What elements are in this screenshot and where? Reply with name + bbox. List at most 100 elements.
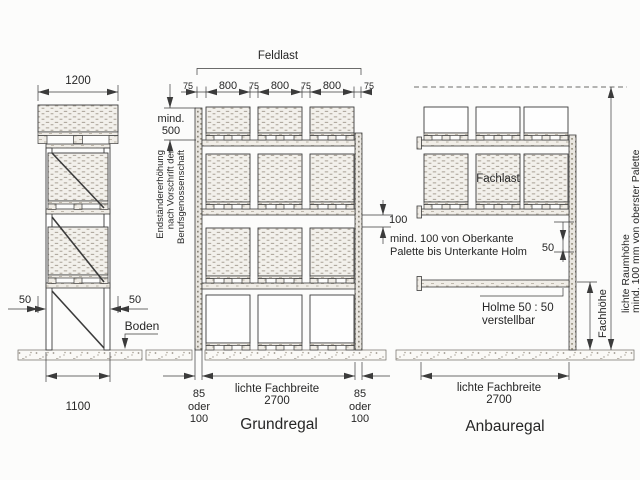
pallet-load <box>205 227 251 277</box>
pallet <box>309 275 355 284</box>
pallet-load <box>257 106 303 134</box>
min-raise-label: mind. <box>158 113 185 125</box>
frame-member <box>45 208 111 215</box>
dim-bottom-grundregal: 85 oder 100 85 oder 100 lichte Fachbreit… <box>163 348 390 425</box>
dim-overhang-right: 50 <box>110 294 148 313</box>
beam <box>201 208 356 216</box>
upright <box>568 134 577 351</box>
room-height-note-line: mind. 100 mm von oberster Palette <box>630 149 640 313</box>
grundregal-view: Feldlast 75 800 75 800 75 800 75 min <box>145 50 527 433</box>
floor-label: Boden <box>125 319 160 333</box>
upright-width: 100 <box>190 413 208 425</box>
note-line: Berufsgenossenschaft <box>176 150 187 244</box>
pallet-load <box>47 226 109 276</box>
clear-width-value: 2700 <box>264 395 290 407</box>
side-view: 1200 50 50 <box>8 75 159 413</box>
field-load-bracket: Feldlast <box>196 50 362 75</box>
clear-width-label: lichte Fachbreite <box>457 382 541 394</box>
room-height-note-line: lichte Raumhöhe <box>620 234 632 313</box>
clear-width-label: lichte Fachbreite <box>235 383 319 395</box>
pallet-load <box>523 153 569 203</box>
frame-top-member <box>45 143 111 149</box>
pallet-load <box>309 227 355 277</box>
diagonal-brace <box>51 216 105 283</box>
pallet-load-empty <box>205 294 251 344</box>
pallet-depth-label: 1200 <box>65 75 91 87</box>
dim-end-upright-raise: mind. 500 <box>158 84 196 154</box>
gap-note-line: mind. 100 von Oberkante <box>390 233 514 245</box>
beam-end-cap <box>416 276 422 291</box>
pallet-load <box>37 104 119 133</box>
beam-note-line: verstellbar <box>482 315 535 327</box>
pallet-load <box>47 152 109 202</box>
pallet <box>309 342 355 351</box>
floor-strip <box>204 349 387 361</box>
pallet <box>475 132 521 141</box>
bay-load-label: Fachlast <box>476 173 520 185</box>
bay-height-label: Fachhöhe <box>597 289 609 338</box>
pallet-load-empty <box>257 294 303 344</box>
end-upright-note: Endständererhöhung nach Vorschrift der B… <box>155 150 187 244</box>
beam <box>420 208 570 216</box>
min-raise-value: 500 <box>162 125 180 137</box>
pallet-load <box>205 153 251 203</box>
adjustable-beam <box>420 279 570 288</box>
upright-width: oder <box>188 401 210 413</box>
frame-depth-label: 1100 <box>66 401 91 413</box>
dim-75: 75 <box>183 81 193 91</box>
pallet <box>423 132 469 141</box>
pallet <box>37 131 119 144</box>
dim-800: 800 <box>271 80 289 92</box>
floor-strip <box>17 349 143 361</box>
upright-width: 85 <box>354 388 366 400</box>
dim-pallet-beam-gap: 100 mind. 100 von Oberkante Palette bis … <box>362 200 527 258</box>
beam-end-cap <box>416 205 422 219</box>
pallet-load <box>309 106 355 134</box>
frame-member <box>45 282 111 289</box>
dim-top-row: 75 800 75 800 75 800 75 <box>181 80 374 98</box>
overhang-left-label: 50 <box>19 294 31 306</box>
pallet <box>205 201 251 210</box>
pallet <box>475 201 521 210</box>
pallet-load <box>475 153 521 203</box>
pallet-load <box>205 106 251 134</box>
beam-step-value: 50 <box>542 242 554 254</box>
floor-callout: Boden <box>121 319 160 349</box>
gap-value: 100 <box>389 214 407 226</box>
beam <box>201 139 356 147</box>
pallet <box>523 132 569 141</box>
gap-note-line: Palette bis Unterkante Holm <box>390 246 527 258</box>
pallet <box>257 201 303 210</box>
pallet <box>205 275 251 284</box>
clear-width-value: 2700 <box>486 394 512 406</box>
overhang-right-label: 50 <box>129 294 141 306</box>
beam-note: Holme 50 : 50 verstellbar <box>480 288 564 327</box>
pallet-load-empty <box>423 106 469 134</box>
dim-800: 800 <box>219 80 237 92</box>
pallet-load <box>257 227 303 277</box>
beam-end-cap <box>416 136 422 150</box>
pallet <box>257 132 303 141</box>
pallet <box>257 342 303 351</box>
pallet <box>257 275 303 284</box>
pallet <box>205 132 251 141</box>
grundregal-title: Grundregal <box>240 416 318 433</box>
dim-bay-height: Fachhöhe <box>577 281 609 350</box>
dim-bottom-anbauregal: lichte Fachbreite 2700 <box>420 362 570 406</box>
dim-pallet-depth: 1200 <box>37 75 119 101</box>
dim-frame-depth: 1100 <box>45 352 111 413</box>
end-upright <box>194 107 203 351</box>
floor-strip <box>395 349 635 361</box>
upright-width: 85 <box>193 388 205 400</box>
anbauregal-title: Anbauregal <box>465 418 544 435</box>
anbauregal-view: Fachlast 50 Holme 50 : 50 verstellbar Fa… <box>395 86 640 435</box>
note-line: Endständererhöhung <box>155 150 166 239</box>
diagonal-brace <box>51 290 105 349</box>
dim-800: 800 <box>323 80 341 92</box>
upright <box>354 132 363 351</box>
floor-strip <box>145 349 193 361</box>
pallet-load-empty <box>309 294 355 344</box>
pallet-load <box>257 153 303 203</box>
